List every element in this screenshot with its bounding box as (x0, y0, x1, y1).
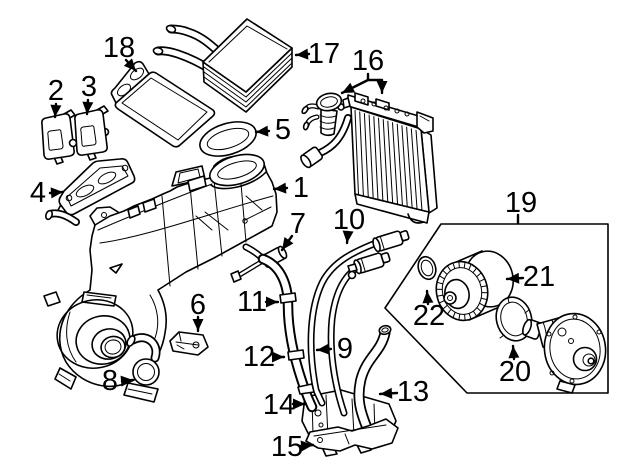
callout-arrowhead-10 (342, 230, 354, 243)
callout-label-19[interactable]: 19 (505, 187, 537, 219)
callout-arrowhead-5 (256, 125, 269, 137)
callout-18[interactable]: 18 (103, 32, 138, 73)
callout-arrowhead-2 (50, 104, 62, 117)
callout-17[interactable]: 17 (294, 38, 340, 70)
callout-14[interactable]: 14 (263, 389, 307, 421)
callout-label-2[interactable]: 2 (48, 75, 64, 107)
callout-arrowhead-4 (50, 187, 63, 199)
part-6-bracket (169, 331, 209, 356)
callout-label-9[interactable]: 9 (337, 333, 353, 365)
callout-arrowhead-7 (282, 237, 294, 250)
callout-arrowhead-8 (120, 375, 133, 387)
callout-label-14[interactable]: 14 (263, 389, 295, 421)
part-15-bracket (305, 418, 399, 457)
part-16-evaporator-assembly (300, 92, 438, 224)
callout-arrowhead-18 (123, 58, 136, 71)
callout-label-13[interactable]: 13 (397, 376, 429, 408)
blower-motor (521, 312, 607, 394)
callout-arrowhead-3 (82, 101, 94, 114)
callout-2[interactable]: 2 (48, 75, 64, 119)
callout-label-20[interactable]: 20 (499, 356, 531, 388)
callout-arrowhead-20 (508, 346, 520, 359)
callout-label-1[interactable]: 1 (293, 172, 309, 204)
callout-label-3[interactable]: 3 (81, 71, 97, 103)
part-22-o-ring (417, 255, 437, 281)
callout-4[interactable]: 4 (30, 177, 65, 209)
part-19-blower-assembly (384, 223, 609, 394)
part-21-blower-wheel (435, 250, 514, 322)
callout-label-16[interactable]: 16 (352, 45, 384, 77)
callout-21[interactable]: 21 (505, 261, 555, 293)
callout-label-21[interactable]: 21 (523, 261, 555, 293)
callout-arrowhead-11 (266, 296, 278, 308)
part-13-drain-hose (353, 324, 392, 434)
callout-label-18[interactable]: 18 (103, 32, 135, 64)
callout-label-11[interactable]: 11 (237, 286, 267, 318)
line-fitting (372, 230, 410, 253)
callout-13[interactable]: 13 (378, 376, 429, 408)
callout-7[interactable]: 7 (280, 208, 306, 252)
parts-9-12-ac-lines (242, 230, 410, 417)
callout-label-7[interactable]: 7 (290, 208, 306, 240)
callout-label-10[interactable]: 10 (333, 204, 365, 236)
callout-arrowhead-15 (300, 440, 313, 452)
part-2-actuator (41, 109, 76, 165)
callout-label-22[interactable]: 22 (413, 300, 445, 332)
callout-15[interactable]: 15 (271, 431, 315, 463)
callout-10[interactable]: 10 (333, 204, 365, 245)
part-8-grommet (126, 333, 161, 386)
callout-12[interactable]: 12 (243, 341, 286, 373)
callout-19[interactable]: 19 (505, 187, 537, 225)
callout-20[interactable]: 20 (499, 344, 531, 388)
callout-8[interactable]: 8 (102, 365, 135, 397)
callout-16[interactable]: 16 (340, 45, 388, 95)
callout-label-12[interactable]: 12 (243, 341, 275, 373)
part-5-oval-seal (199, 121, 257, 157)
callout-arrowhead-6 (192, 319, 204, 331)
callout-11[interactable]: 11 (237, 286, 280, 318)
callout-arrowhead-9 (317, 343, 330, 355)
callout-label-6[interactable]: 6 (190, 289, 206, 321)
callout-arrowhead-12 (272, 351, 284, 363)
callout-arrowhead-16 (376, 81, 388, 93)
part-18-seal-plate (110, 60, 216, 148)
callout-6[interactable]: 6 (190, 289, 206, 333)
callout-label-15[interactable]: 15 (271, 431, 303, 463)
callout-arrowhead-13 (380, 387, 393, 399)
callout-arrowhead-16 (342, 82, 356, 93)
callout-label-4[interactable]: 4 (30, 177, 46, 209)
callout-label-17[interactable]: 17 (308, 38, 340, 70)
callout-arrowhead-17 (296, 48, 309, 60)
part-1-housing-assembly (43, 153, 278, 403)
part-17-heater-core (152, 18, 293, 113)
callout-5[interactable]: 5 (254, 114, 291, 146)
callout-label-5[interactable]: 5 (275, 114, 291, 146)
callout-22[interactable]: 22 (413, 289, 445, 332)
callout-arrowhead-21 (507, 272, 520, 284)
callout-1[interactable]: 1 (272, 172, 309, 204)
callout-arrowhead-1 (274, 182, 287, 194)
callout-3[interactable]: 3 (81, 71, 97, 116)
part-3-actuator (68, 105, 110, 161)
callout-arrowhead-14 (293, 398, 305, 410)
callout-9[interactable]: 9 (315, 333, 353, 365)
callout-arrowhead-22 (422, 291, 434, 304)
callout-label-8[interactable]: 8 (102, 365, 118, 397)
